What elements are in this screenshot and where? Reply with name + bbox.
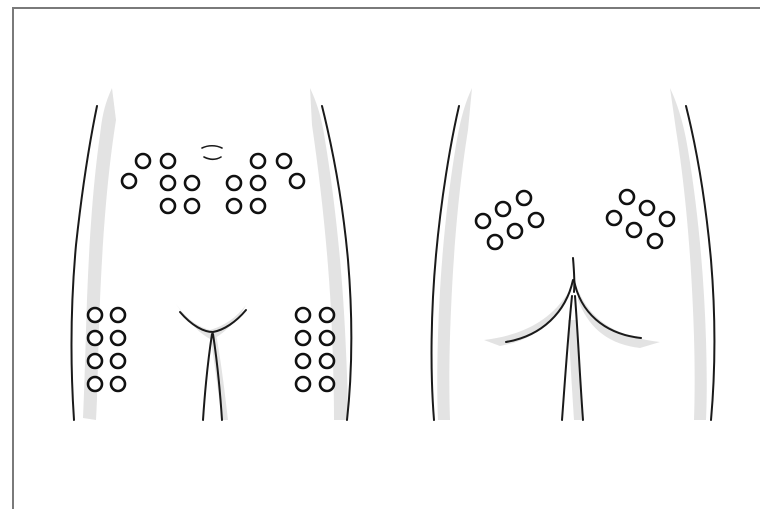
injection-site-marker bbox=[122, 174, 136, 188]
back-right-side-shading bbox=[670, 88, 707, 420]
injection-site-marker bbox=[320, 308, 334, 322]
back-left-side-shading bbox=[437, 88, 472, 420]
injection-site-marker bbox=[88, 354, 102, 368]
injection-site-marker bbox=[161, 199, 175, 213]
injection-site-marker bbox=[161, 176, 175, 190]
injection-site-marker bbox=[517, 191, 531, 205]
injection-site-marker bbox=[640, 201, 654, 215]
injection-site-marker bbox=[296, 377, 310, 391]
injection-site-marker bbox=[508, 224, 522, 238]
injection-site-marker bbox=[627, 223, 641, 237]
injection-site-marker bbox=[111, 331, 125, 345]
injection-site-marker bbox=[185, 199, 199, 213]
front-left-side-shading bbox=[83, 88, 116, 420]
injection-site-marker bbox=[607, 211, 621, 225]
front-abdomen-left-sites bbox=[122, 154, 199, 213]
front-thigh-right-sites bbox=[296, 308, 334, 391]
back-buttock-left-shading bbox=[484, 290, 572, 346]
injection-site-marker bbox=[296, 331, 310, 345]
injection-site-marker bbox=[476, 214, 490, 228]
injection-site-marker bbox=[88, 308, 102, 322]
injection-site-marker bbox=[277, 154, 291, 168]
injection-site-marker bbox=[251, 199, 265, 213]
back-gluteal-cleft bbox=[573, 258, 574, 292]
front-body-view bbox=[72, 88, 352, 420]
injection-site-marker bbox=[296, 308, 310, 322]
injection-site-marker bbox=[88, 377, 102, 391]
injection-site-marker bbox=[111, 354, 125, 368]
front-inner-thigh-left-line bbox=[203, 334, 212, 420]
injection-site-marker bbox=[320, 377, 334, 391]
injection-site-marker bbox=[136, 154, 150, 168]
injection-site-marker bbox=[648, 234, 662, 248]
injection-site-marker bbox=[227, 176, 241, 190]
back-buttock-right-sites bbox=[607, 190, 674, 248]
injection-site-marker bbox=[251, 176, 265, 190]
back-buttock-left-curve bbox=[506, 280, 573, 342]
injection-site-marker bbox=[185, 176, 199, 190]
injection-site-marker bbox=[320, 354, 334, 368]
injection-site-marker bbox=[620, 190, 634, 204]
injection-site-marker bbox=[529, 213, 543, 227]
injection-site-marker bbox=[320, 331, 334, 345]
injection-site-marker bbox=[296, 354, 310, 368]
injection-site-marker bbox=[111, 308, 125, 322]
injection-site-marker bbox=[251, 154, 265, 168]
back-buttock-right-shading bbox=[578, 290, 660, 348]
back-buttock-left-sites bbox=[476, 191, 543, 249]
injection-site-marker bbox=[488, 235, 502, 249]
navel-upper-stroke bbox=[202, 146, 222, 148]
injection-site-marker bbox=[496, 202, 510, 216]
injection-site-marker bbox=[111, 377, 125, 391]
injection-site-marker bbox=[660, 212, 674, 226]
injection-site-marker bbox=[88, 331, 102, 345]
navel-lower-stroke bbox=[204, 157, 221, 159]
injection-site-marker bbox=[227, 199, 241, 213]
front-groin-curve bbox=[180, 310, 246, 332]
injection-site-marker bbox=[290, 174, 304, 188]
injection-site-marker bbox=[161, 154, 175, 168]
back-body-view bbox=[432, 88, 715, 420]
front-abdomen-right-sites bbox=[227, 154, 304, 213]
